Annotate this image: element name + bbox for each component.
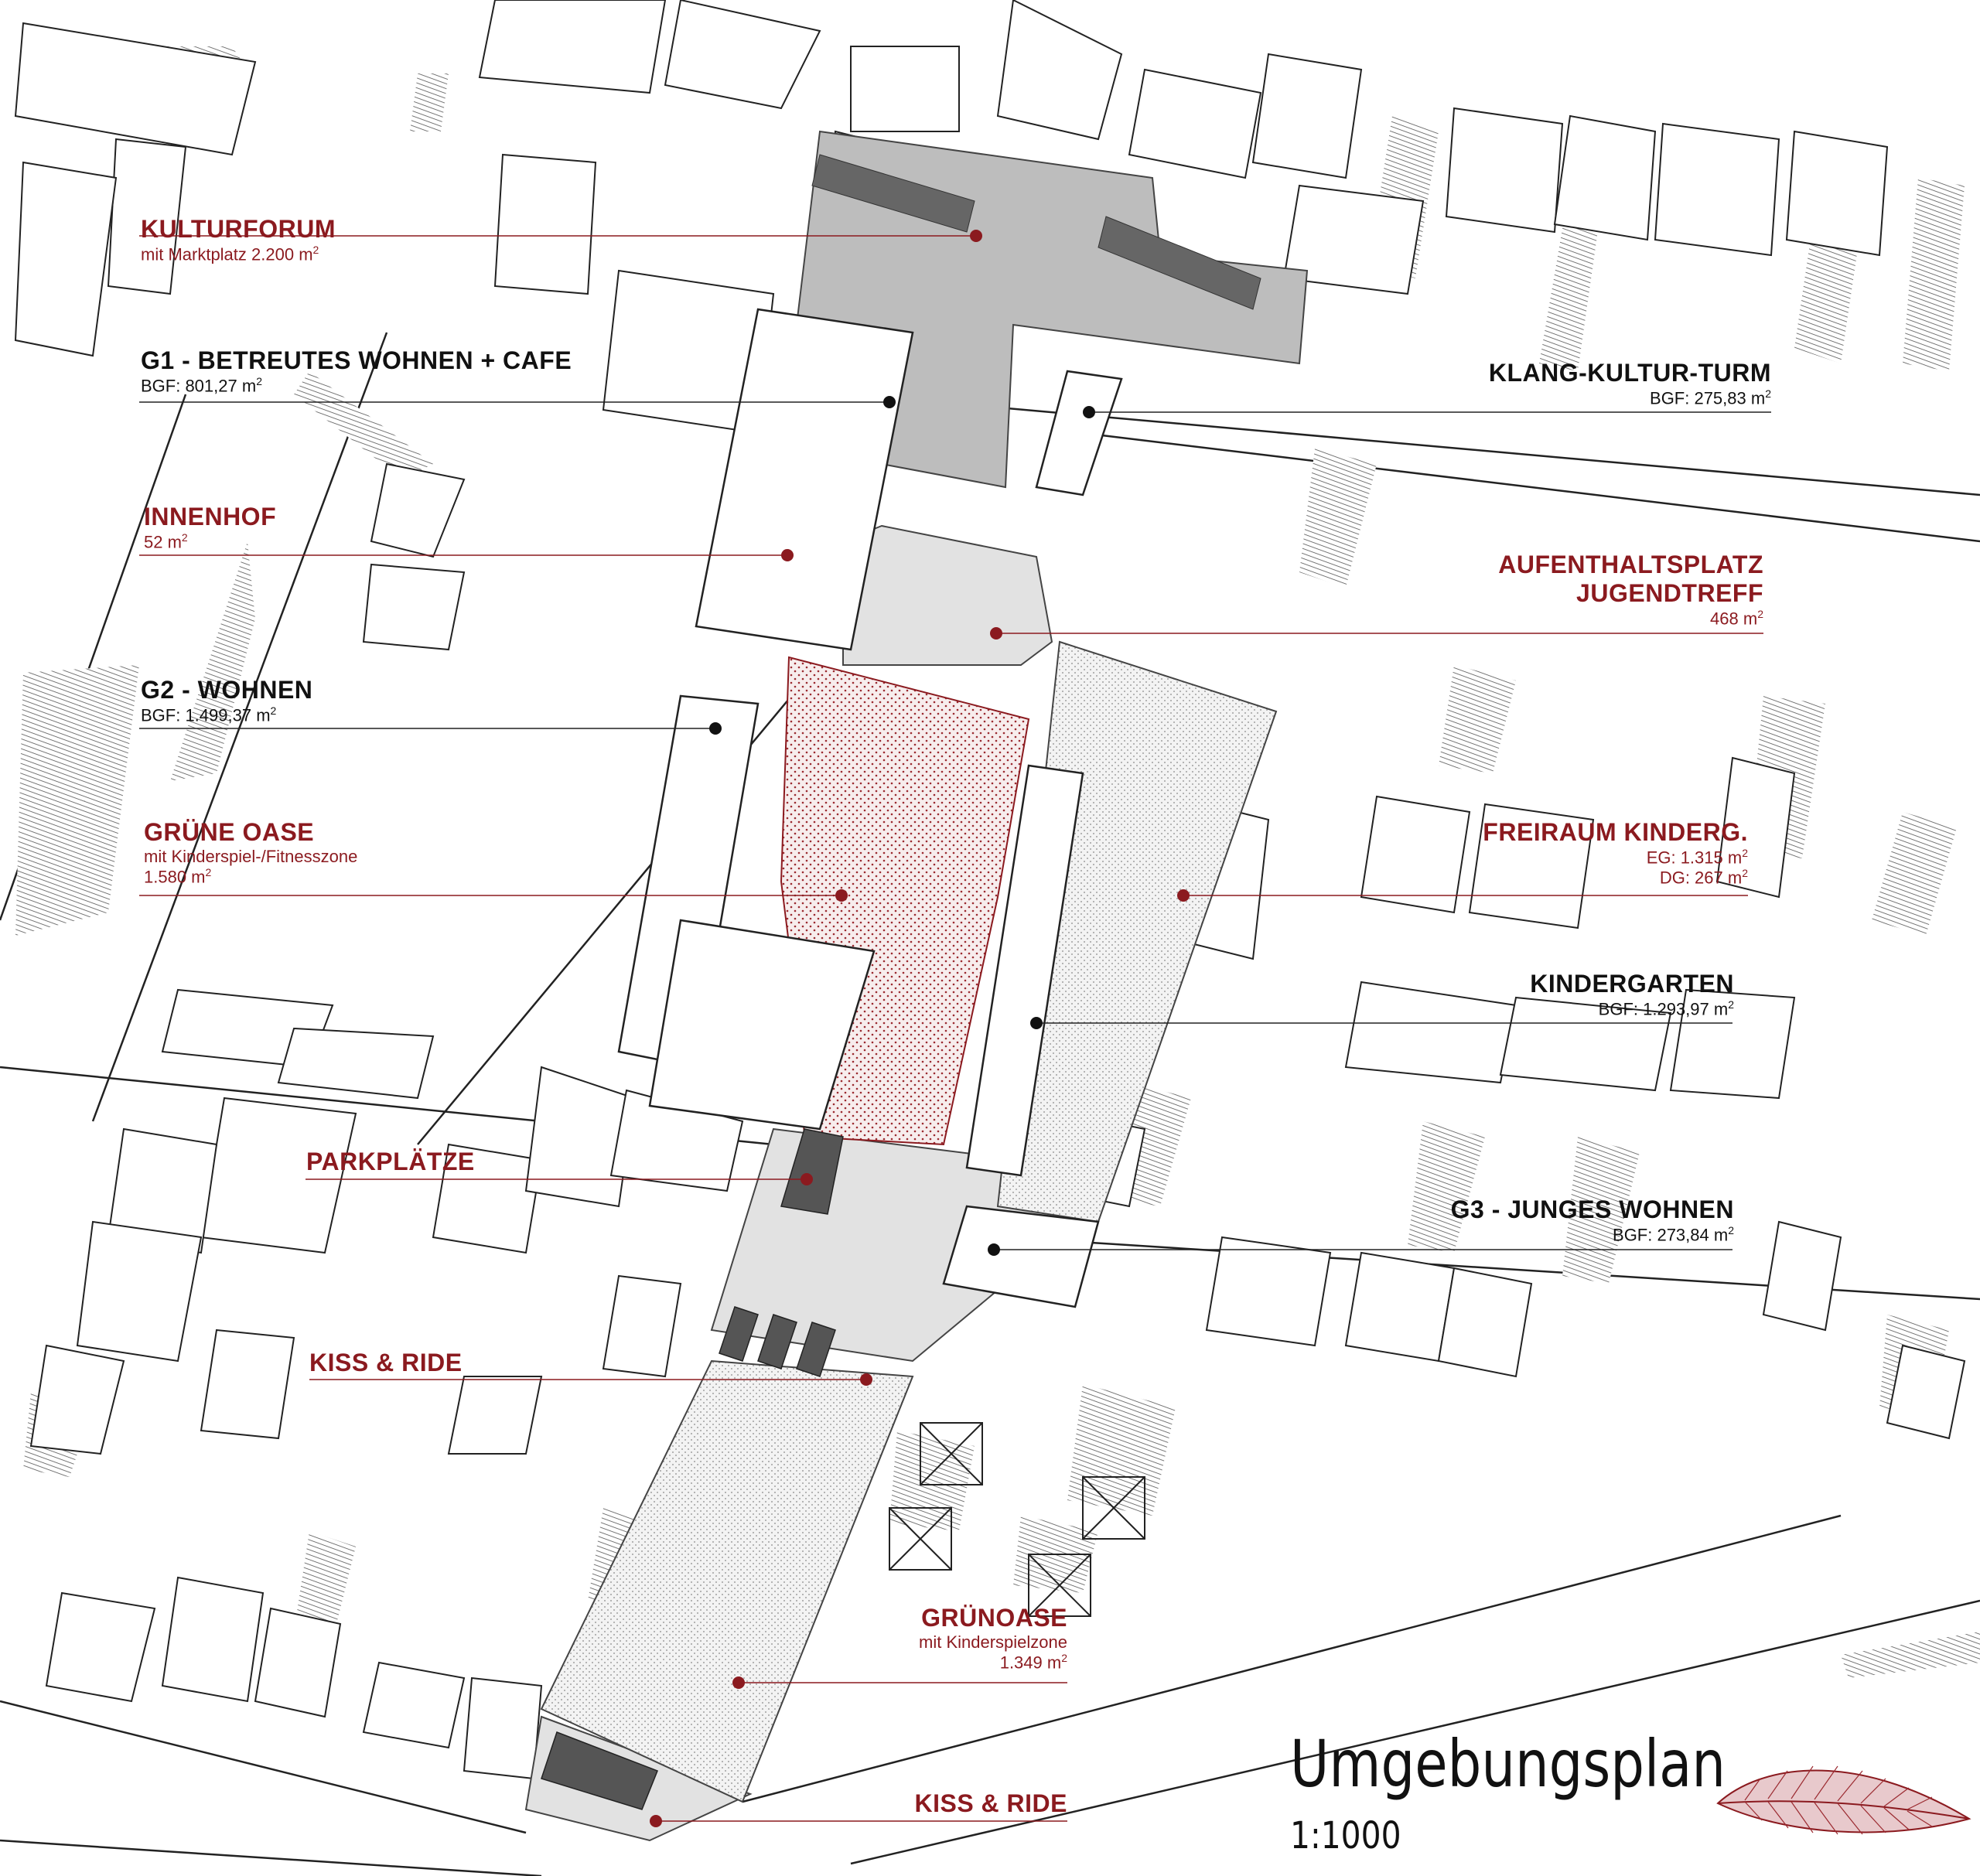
- g2-title: G2 - WOHNEN: [141, 676, 313, 704]
- gruene-oase-sub2: 1.580 m2: [144, 866, 212, 887]
- innenhof-sub: 52 m2: [144, 530, 188, 552]
- kulturforum-sub: mit Marktplatz 2.200 m2: [141, 243, 319, 264]
- label-klang-kultur-turm: KLANG-KULTUR-TURM BGF: 275,83 m2: [1489, 359, 1771, 408]
- g2-sub: BGF: 1.499,37 m2: [141, 704, 277, 725]
- label-aufenthaltsplatz: AUFENTHALTSPLATZ JUGENDTREFF 468 m2: [1498, 551, 1763, 628]
- klang-sub: BGF: 275,83 m2: [1650, 387, 1771, 408]
- kindergarten-sub: BGF: 1.293,97 m2: [1598, 998, 1734, 1019]
- trees: [889, 1422, 1145, 1617]
- gruenoase-title: GRÜNOASE: [921, 1604, 1067, 1632]
- kindergarten-building: [965, 764, 1084, 1177]
- aufenthaltsplatz-area: [842, 524, 1053, 666]
- g1-building: [695, 308, 914, 651]
- project-buildings: [617, 308, 1123, 1308]
- label-freiraum-kinderg: FREIRAUM KINDERG. EG: 1.315 m2 DG: 267 m…: [1483, 818, 1748, 888]
- kulturforum-title: KULTURFORUM: [141, 215, 336, 243]
- market-stalls: [811, 154, 1261, 310]
- innenhof-title: INNENHOF: [144, 503, 277, 530]
- gruenoase-sub2: 1.349 m2: [999, 1652, 1067, 1673]
- label-parkplaetze: PARKPLÄTZE: [306, 1148, 475, 1176]
- kiss-ride-1-title: KISS & RIDE: [309, 1349, 463, 1376]
- aufenthalt-title1: AUFENTHALTSPLATZ: [1498, 551, 1763, 578]
- streets: [0, 332, 1980, 1876]
- feather-icon: [1716, 1765, 1971, 1835]
- gruene-oase-sub1: mit Kinderspiel-/Fitnesszone: [144, 846, 358, 866]
- label-g1: G1 - BETREUTES WOHNEN + CAFE BGF: 801,27…: [141, 346, 572, 395]
- parking: [541, 1128, 844, 1810]
- label-innenhof: INNENHOF 52 m2: [144, 503, 276, 551]
- gruene-oase-title: GRÜNE OASE: [144, 818, 315, 846]
- klang-turm-building: [1035, 370, 1123, 496]
- label-kiss-ride-2: KISS & RIDE: [914, 1789, 1067, 1818]
- parkplaetze-title: PARKPLÄTZE: [306, 1148, 475, 1175]
- aufenthalt-sub: 468 m2: [1710, 607, 1763, 628]
- label-kindergarten: KINDERGARTEN BGF: 1.293,97 m2: [1530, 970, 1734, 1018]
- klang-title: KLANG-KULTUR-TURM: [1488, 359, 1771, 387]
- gruenoase-sub1: mit Kinderspielzone: [919, 1632, 1067, 1652]
- g3-title: G3 - JUNGES WOHNEN: [1450, 1196, 1734, 1223]
- kindergarten-title: KINDERGARTEN: [1530, 970, 1734, 998]
- freiraum-sub1: EG: 1.315 m2: [1646, 846, 1748, 868]
- g3-sub: BGF: 273,84 m2: [1613, 1223, 1734, 1245]
- gruenoase-area: [540, 1359, 914, 1803]
- center-block: [648, 919, 876, 1131]
- g3-building: [942, 1205, 1100, 1308]
- label-g3: G3 - JUNGES WOHNEN BGF: 273,84 m2: [1451, 1196, 1734, 1244]
- g1-sub: BGF: 801,27 m2: [141, 374, 262, 396]
- plan-scale: 1:1000: [1290, 1814, 1401, 1857]
- label-gruenoase: GRÜNOASE mit Kinderspielzone 1.349 m2: [919, 1604, 1067, 1673]
- leader-lines: [139, 235, 1771, 1822]
- label-g2: G2 - WOHNEN BGF: 1.499,37 m2: [141, 676, 312, 725]
- plan-title: Umgebungsplan: [1290, 1726, 1726, 1802]
- leader-dots: [650, 230, 1190, 1827]
- g1-title: G1 - BETREUTES WOHNEN + CAFE: [141, 346, 572, 374]
- label-kiss-ride-1: KISS & RIDE: [309, 1349, 463, 1377]
- freiraum-title: FREIRAUM KINDERG.: [1483, 818, 1748, 846]
- kiss-ride-2-title: KISS & RIDE: [914, 1789, 1067, 1817]
- aufenthalt-title2: JUGENDTREFF: [1576, 578, 1763, 607]
- label-kulturforum: KULTURFORUM mit Marktplatz 2.200 m2: [141, 215, 336, 264]
- freiraum-sub2: DG: 267 m2: [1659, 867, 1748, 888]
- label-gruene-oase: GRÜNE OASE mit Kinderspiel-/Fitnesszone …: [144, 818, 357, 887]
